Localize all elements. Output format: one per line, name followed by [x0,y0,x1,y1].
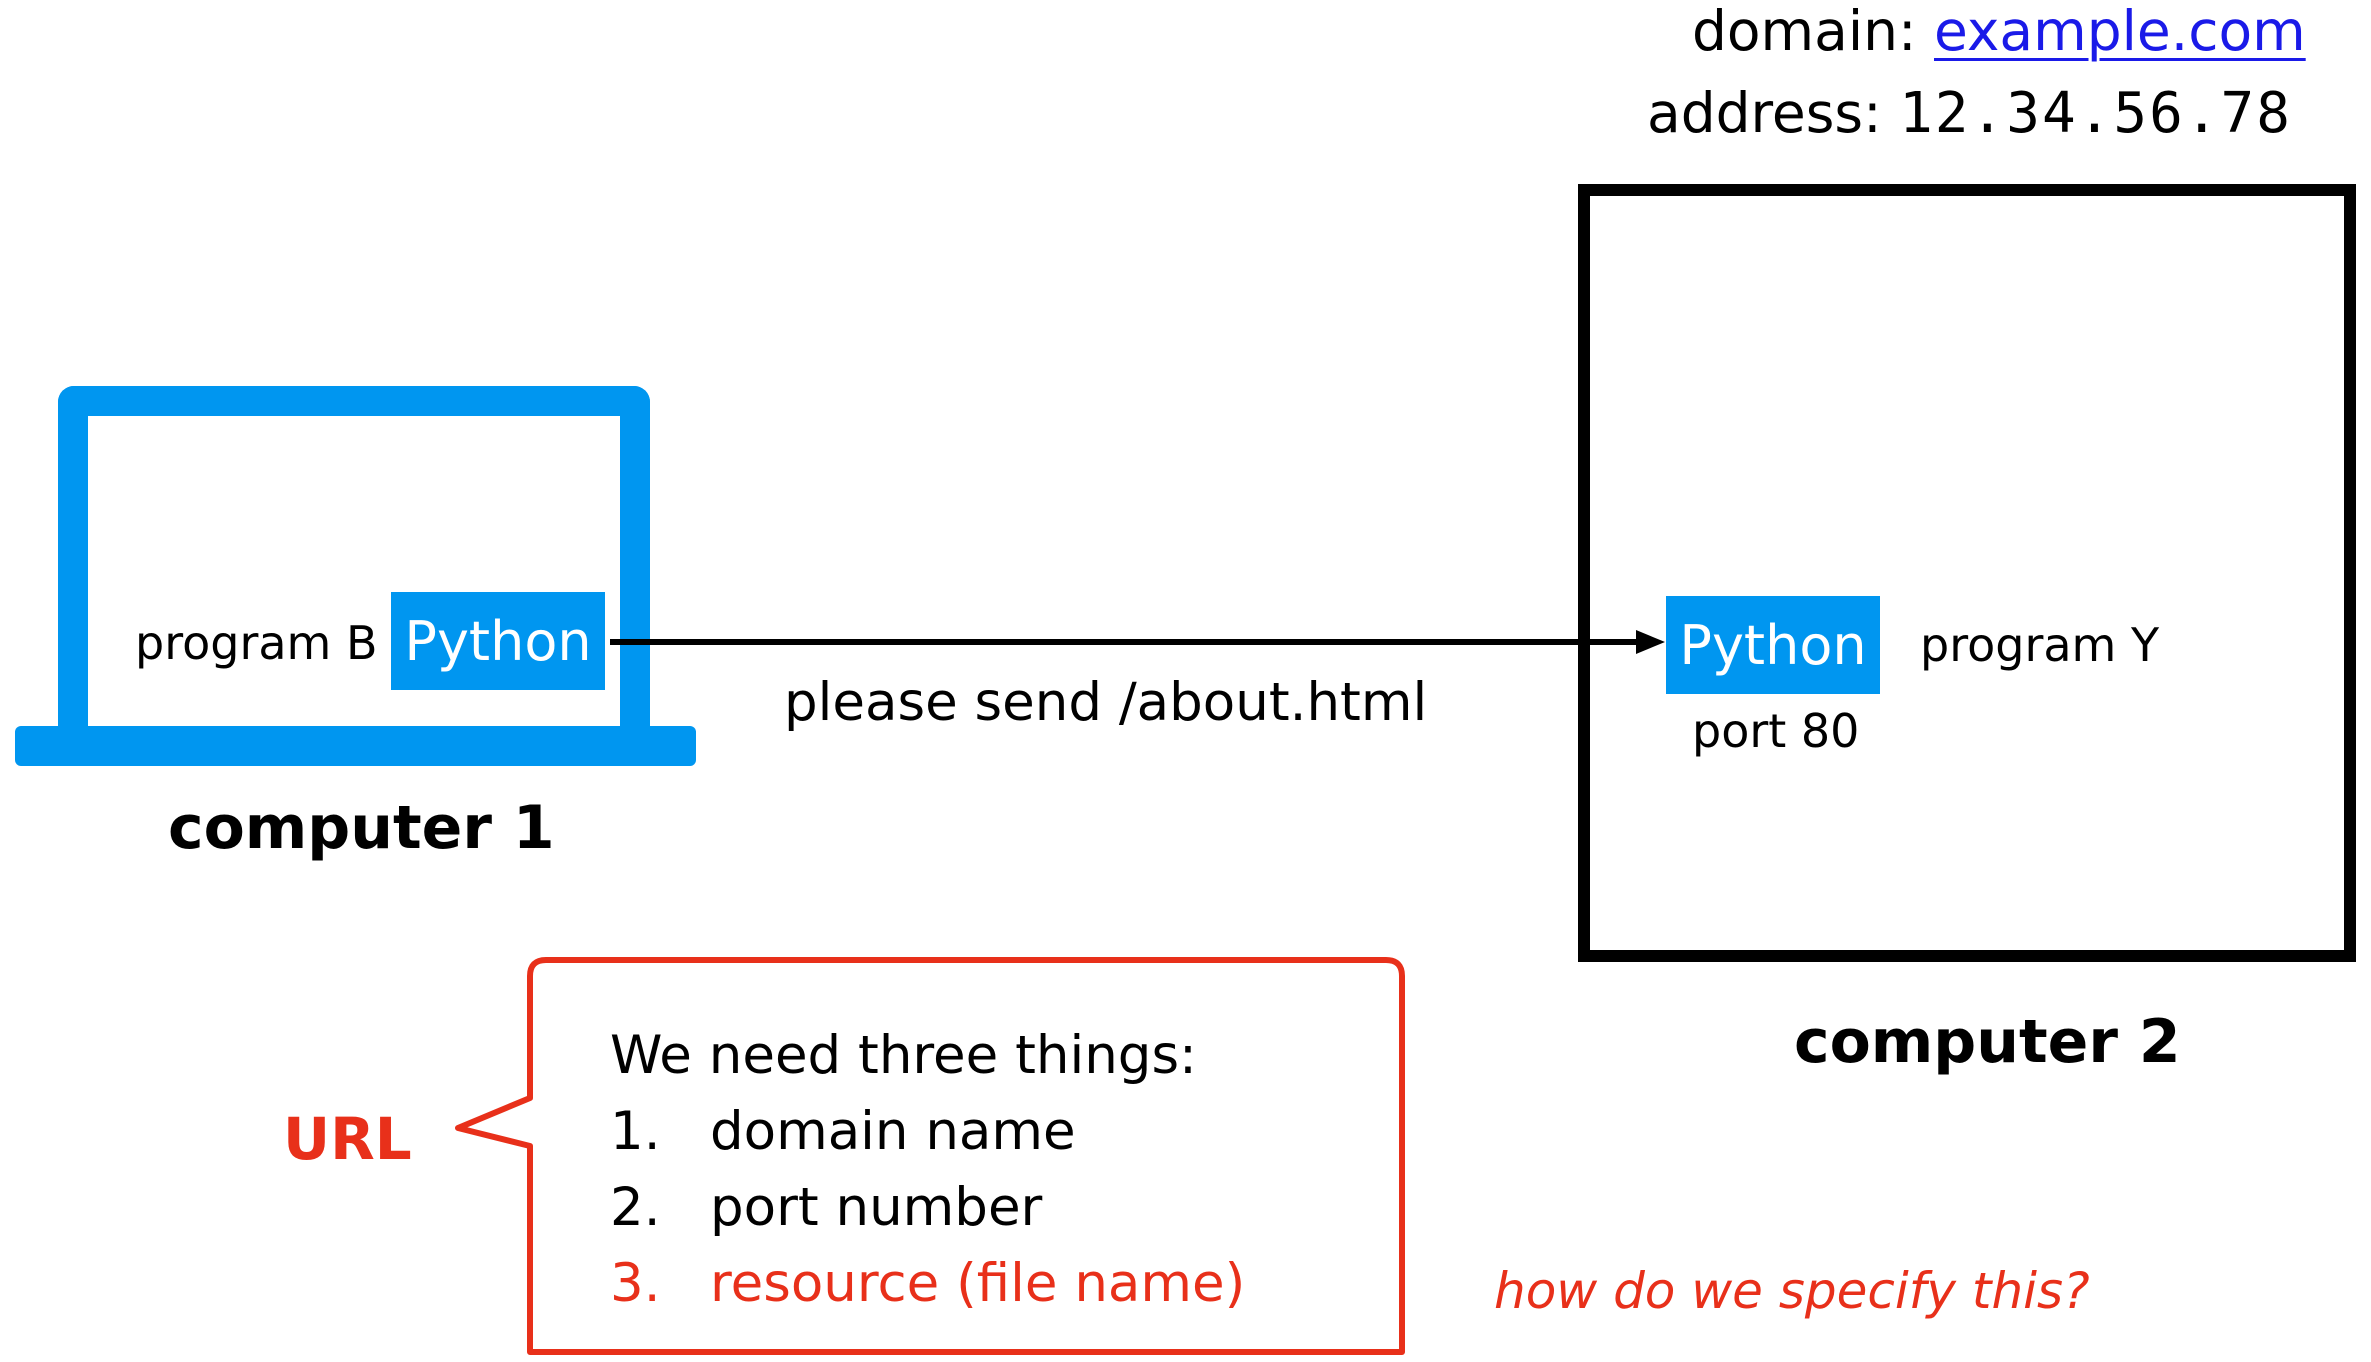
laptop-icon [58,386,650,744]
list-text: port number [710,1177,1043,1238]
callout-text: We need three things: 1. domain name 2. … [610,1018,1245,1322]
computer-2-caption: computer 2 [1794,1007,2181,1077]
list-number: 2. [610,1177,661,1238]
question-text: how do we specify this? [1494,1262,2090,1320]
program-y-label: program Y [1920,618,2160,672]
callout-bubble [455,957,1405,1355]
callout-heading: We need three things: [610,1025,1197,1086]
list-text: domain name [710,1101,1076,1162]
domain-label: domain: [1692,0,1917,63]
domain-line: domain: example.com [1692,4,2306,59]
list-number: 1. [610,1101,661,1162]
list-item: 1. domain name [610,1094,1245,1170]
computer-2-box [1578,184,2356,962]
address-value: 12.34.56.78 [1899,81,2292,146]
url-label: URL [283,1105,412,1173]
port-label: port 80 [1692,704,1860,758]
address-label: address: [1647,81,1882,145]
list-text: resource (file name) [710,1253,1246,1314]
request-message: please send /about.html [784,672,1428,733]
server-python-badge: Python [1666,596,1880,694]
address-line: address: 12.34.56.78 [1647,86,2292,142]
request-arrow [610,630,1665,654]
laptop-base [15,726,696,766]
computer-1-caption: computer 1 [168,793,555,863]
program-b-label: program B [135,616,378,670]
domain-link[interactable]: example.com [1934,0,2306,63]
list-item-highlighted: 3. resource (file name) [610,1246,1245,1322]
list-item: 2. port number [610,1170,1245,1246]
client-python-badge: Python [391,592,605,690]
list-number: 3. [610,1253,661,1314]
